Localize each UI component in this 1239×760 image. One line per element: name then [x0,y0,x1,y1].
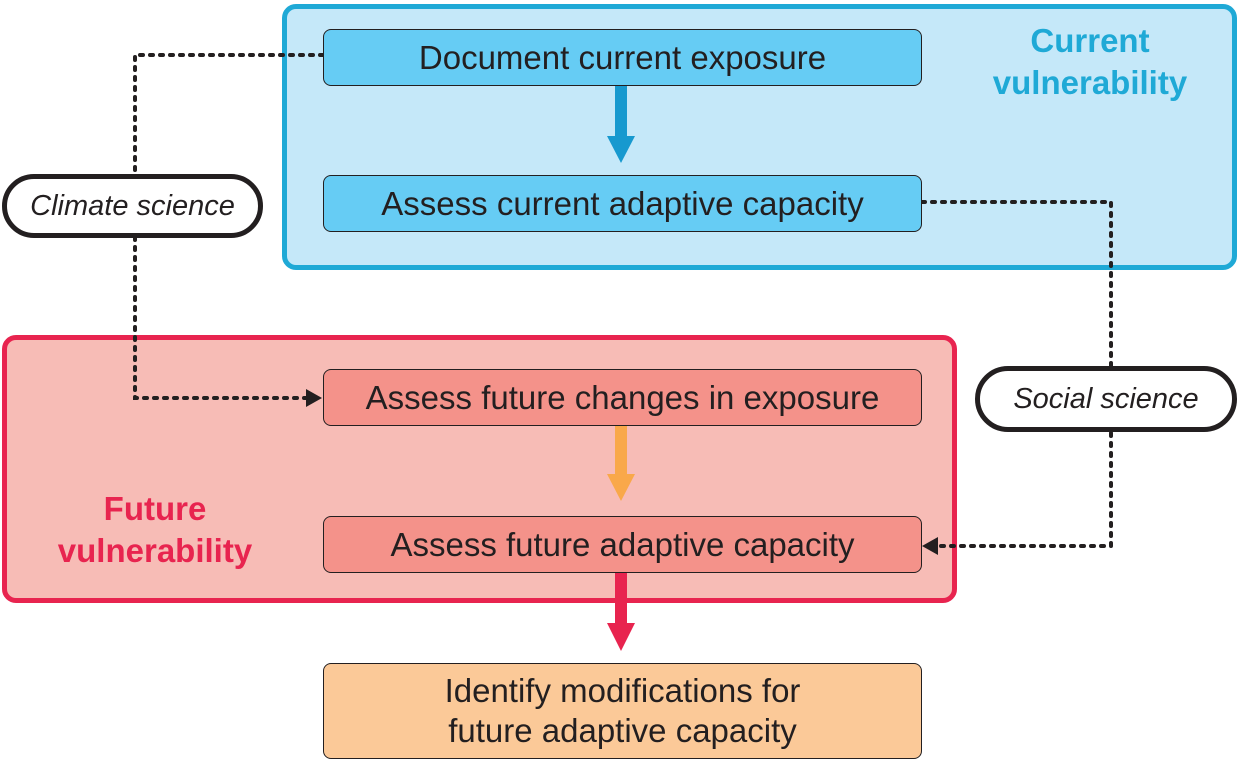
step-assess-future-exposure: Assess future changes in exposure [323,369,922,426]
red-arrow-head [607,623,635,651]
step-assess-future-adaptive-capacity: Assess future adaptive capacity [323,516,922,573]
climate-science-oval: Climate science [2,174,263,238]
step-identify-modifications: Identify modifications for future adapti… [323,663,922,759]
step-assess-current-adaptive-capacity: Assess current adaptive capacity [323,175,922,232]
step-document-current-exposure: Document current exposure [323,29,922,86]
social-science-oval: Social science [975,366,1237,432]
current-vulnerability-label: Current vulnerability [992,22,1188,101]
future-vulnerability-label: Future vulnerability [57,490,253,569]
